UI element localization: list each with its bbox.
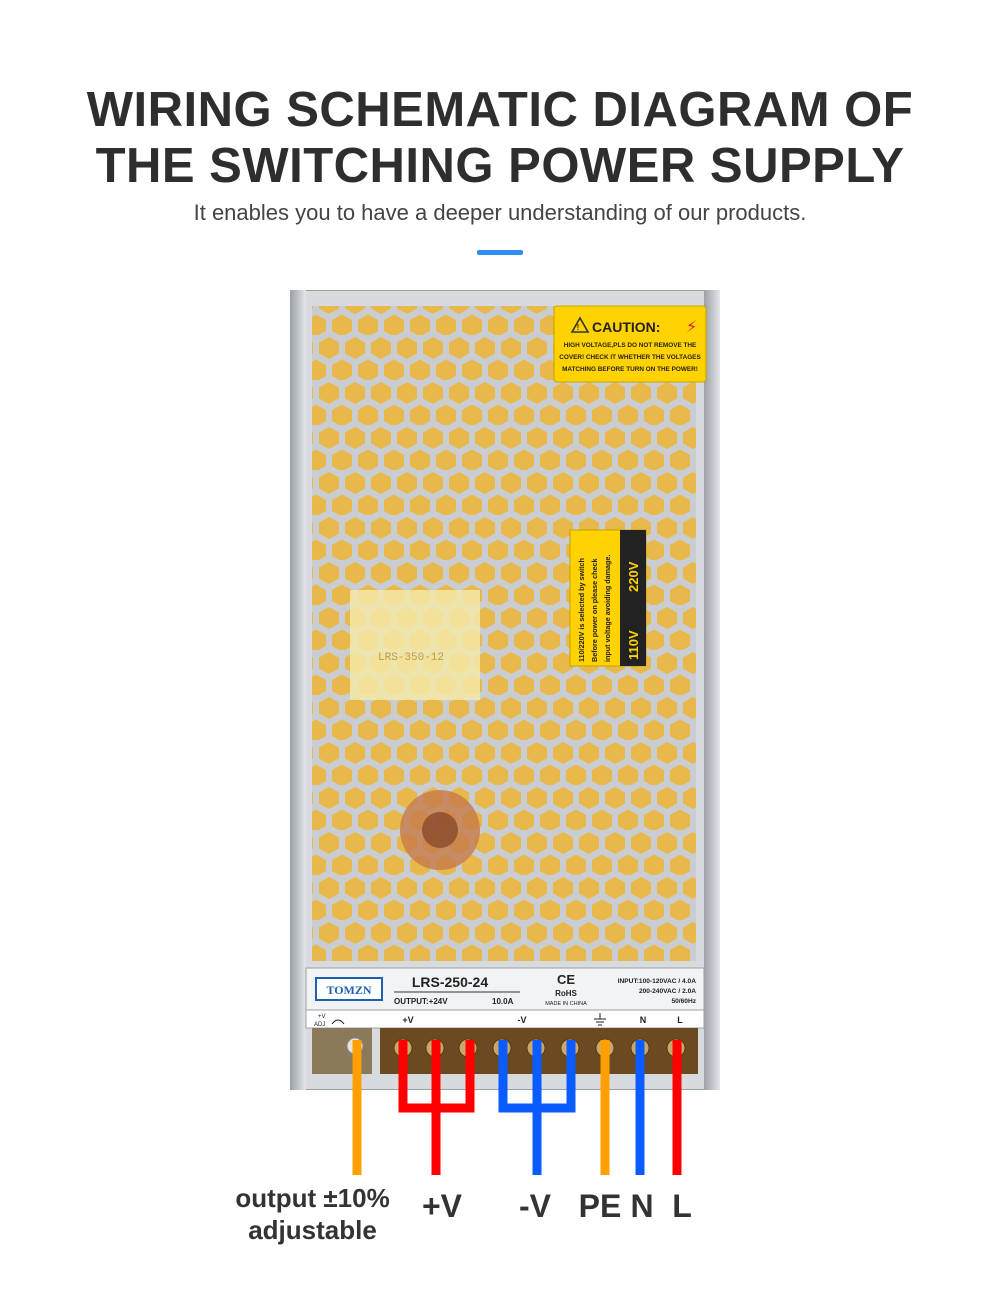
input-line-1: INPUT:100-120VAC / 4.0A [618, 978, 697, 985]
adj-top-label: +V [318, 1014, 326, 1020]
caution-line-2: COVER! CHECK IT WHETHER THE VOLTAGES [559, 354, 701, 361]
caution-line-1: HIGH VOLTAGE,PLS DO NOT REMOVE THE [564, 342, 697, 349]
ground-icon [594, 1013, 606, 1026]
switch-note-3: input voltage avoiding damage. [603, 555, 612, 662]
ce-mark: CE [557, 972, 575, 987]
label-live: L [672, 1188, 692, 1224]
caution-line-3: MATCHING BEFORE TURN ON THE POWER! [562, 366, 698, 373]
switch-note-1: 110/220V is selected by switch [577, 558, 586, 662]
model-number: LRS-250-24 [412, 974, 488, 990]
adj-bottom-label: ADJ [314, 1022, 325, 1028]
caution-sticker: ! CAUTION: ⚡ HIGH VOLTAGE,PLS DO NOT REM… [553, 305, 707, 383]
switch-note-sticker: 110/220V is selected by switch Before po… [569, 529, 647, 667]
rohs-mark: RoHS [555, 989, 577, 998]
terminal-nv-label: -V [518, 1015, 527, 1025]
input-freq: 50/60Hz [671, 998, 696, 1005]
switch-note-2: Before power on please check [590, 559, 599, 662]
subtitle: It enables you to have a deeper understa… [193, 200, 807, 225]
label-adjust-line-1: output ±10% [235, 1183, 390, 1213]
input-line-2: 200-240VAC / 2.0A [639, 988, 696, 995]
label-negative: -V [519, 1188, 551, 1224]
brand-logo: TOMZN [326, 983, 371, 997]
switch-110: 110V [626, 630, 641, 660]
wire-positive [398, 1040, 475, 1175]
product-label: TOMZN LRS-250-24 OUTPUT:+24V 10.0A CE Ro… [305, 967, 705, 1011]
label-neutral: N [630, 1188, 654, 1224]
title-line-2: THE SWITCHING POWER SUPPLY [95, 139, 905, 193]
accent-bar [477, 250, 523, 255]
label-adjust: output ±10% adjustable [215, 1182, 410, 1246]
switch-220: 220V [626, 561, 641, 592]
label-pe: PE [578, 1188, 622, 1224]
title-line-1: WIRING SCHEMATIC DIAGRAM OF [86, 83, 914, 137]
made-in: MADE IN CHINA [545, 1001, 587, 1007]
label-adjust-line-2: adjustable [248, 1215, 377, 1245]
terminal-n-label: N [640, 1015, 647, 1025]
transformer-area [350, 590, 480, 700]
terminal-l-label: L [677, 1015, 683, 1025]
lightning-icon: ⚡ [686, 319, 697, 336]
wire-negative [498, 1040, 576, 1175]
output-rating: OUTPUT:+24V [394, 997, 448, 1006]
board-print: LRS-350-12 [378, 652, 444, 664]
current-rating: 10.0A [492, 997, 514, 1006]
terminal-pv-label: +V [402, 1015, 413, 1025]
svg-text:!: ! [577, 323, 580, 332]
label-positive: +V [421, 1188, 463, 1224]
caution-title: CAUTION: [592, 319, 660, 335]
power-supply-device: LRS-350-12 ! CAUTION: ⚡ HIGH VOLTAGE,PLS… [290, 290, 720, 1090]
